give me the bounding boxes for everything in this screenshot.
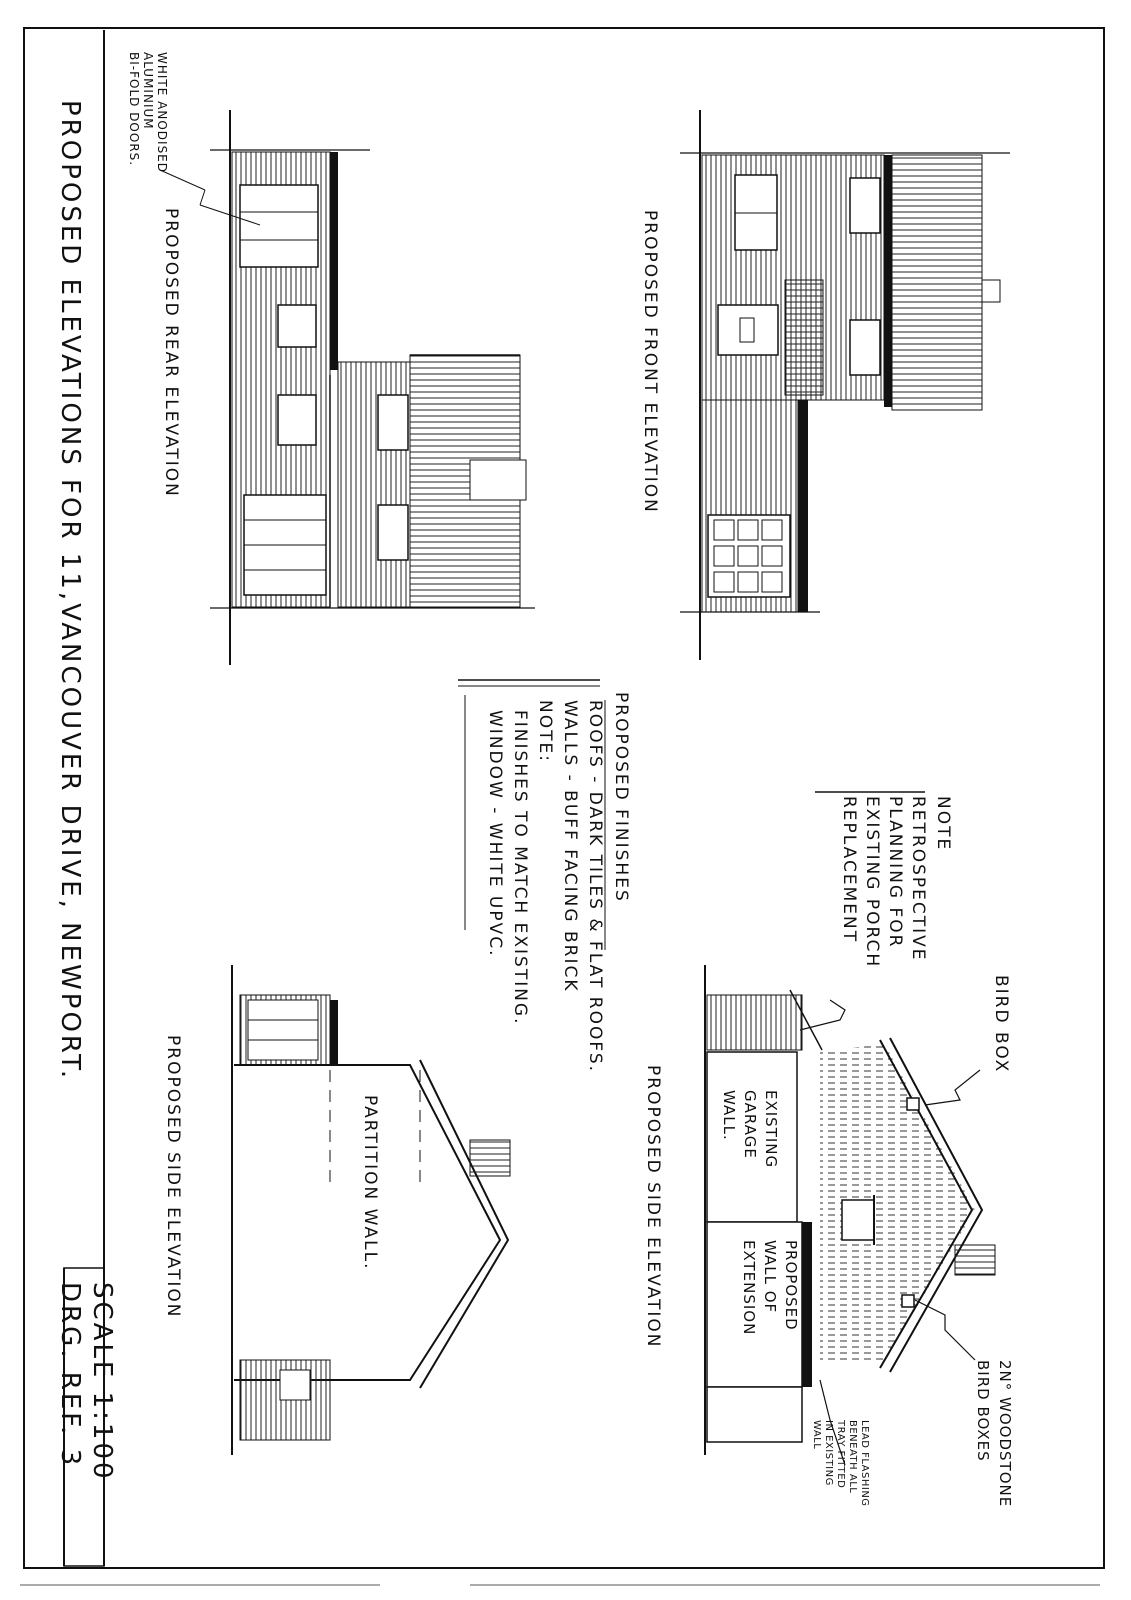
proposed-wall-label-1: PROPOSED — [782, 1240, 800, 1331]
existing-wall-label-2: GARAGE — [741, 1090, 759, 1159]
lead-flashing-3: TRAY FITTED — [835, 1419, 846, 1488]
porch-note-line1: RETROSPECTIVE — [908, 796, 928, 962]
finishes-note-line1: FINISHES TO MATCH EXISTING. — [510, 710, 530, 1026]
porch-note-heading: NOTE — [933, 796, 953, 851]
proposed-wall-label-2: WALL OF — [761, 1240, 779, 1313]
finishes-note — [458, 679, 606, 950]
side-left-title: PROPOSED SIDE ELEVATION — [163, 1035, 183, 1318]
bird-box-label: BIRD BOX — [991, 975, 1011, 1073]
finishes-note-line2: WINDOW - WHITE UPVC. — [485, 710, 505, 958]
svg-text:BI-FOLD DOORS.: BI-FOLD DOORS. — [127, 52, 141, 166]
lead-flashing-4: IN EXISTING — [823, 1420, 834, 1486]
finishes-walls: WALLS - BUFF FACING BRICK — [560, 700, 580, 992]
bifold-doors-note: WHITE ANODISED ALUMINIUM BI-FOLD DOORS. — [127, 52, 261, 226]
finishes-roofs: ROOFS - DARK TILES & FLAT ROOFS. — [585, 700, 605, 1073]
bird-box-icon — [906, 1097, 920, 1111]
drawing-ref: DRG. REF. 3 — [55, 1282, 85, 1468]
scale-label: SCALE 1:100 — [87, 1282, 117, 1482]
rear-elevation-title: PROPOSED REAR ELEVATION — [161, 208, 181, 498]
porch-note-line3: EXISTING PORCH — [862, 796, 882, 968]
svg-text:ALUMINIUM: ALUMINIUM — [141, 52, 155, 130]
porch-note-leader — [799, 999, 846, 1031]
side-elevation-left — [231, 965, 511, 1455]
finishes-heading: PROPOSED FINISHES — [611, 692, 631, 903]
side-right-title: PROPOSED SIDE ELEVATION — [643, 1065, 663, 1348]
svg-text:WHITE ANODISED: WHITE ANODISED — [155, 52, 169, 173]
bird-boxes-label-1: 2N° WOODSTONE — [996, 1360, 1014, 1507]
bird-boxes-label-2: BIRD BOXES — [974, 1360, 992, 1462]
front-elevation-title: PROPOSED FRONT ELEVATION — [640, 210, 660, 514]
finishes-note-heading: NOTE: — [535, 700, 555, 763]
rear-elevation — [210, 110, 535, 665]
partition-wall-label: PARTITION WALL. — [360, 1095, 380, 1271]
sheet-title: PROPOSED ELEVATIONS FOR 11,VANCOUVER DRI… — [55, 100, 85, 1081]
side-elevation-right — [704, 965, 996, 1466]
lead-flashing-5: WALL — [811, 1420, 822, 1449]
porch-note-line2: PLANNING FOR — [885, 796, 905, 948]
existing-wall-label-1: EXISTING — [762, 1090, 780, 1168]
sheet-border — [20, 27, 1105, 1586]
lead-flashing-1: LEAD FLASHING — [859, 1420, 870, 1507]
existing-wall-label-3: WALL. — [720, 1090, 738, 1141]
porch-note-line4: REPLACEMENT — [839, 796, 859, 943]
proposed-wall-label-3: EXTENSION — [740, 1240, 758, 1335]
lead-flashing-2: BENEATH ALL — [847, 1420, 858, 1493]
front-elevation — [680, 110, 1010, 660]
bird-box-icon — [901, 1294, 915, 1308]
